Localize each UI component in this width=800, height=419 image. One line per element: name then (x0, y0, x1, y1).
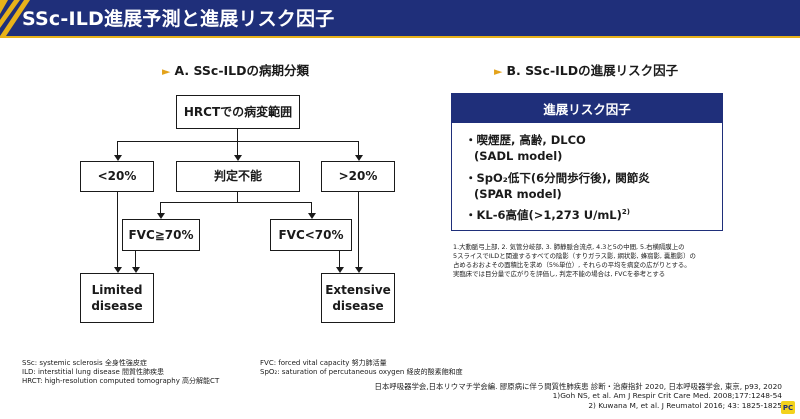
connector (117, 141, 119, 156)
connector (358, 141, 360, 156)
risk-item-smoking: ・喫煙歴, 高齢, DLCO (SADL model) (465, 132, 586, 164)
note-line: 実臨床では目分量で広がりを評価し, 判定不能の場合は, FVCを参考とする (453, 270, 666, 279)
connector (311, 202, 313, 215)
title-bar: SSc-ILD進展予測と進展リスク因子 (0, 0, 800, 36)
arrow-down-icon (157, 213, 165, 219)
connector (339, 251, 341, 268)
abbreviation: HRCT: high-resolution computed tomograph… (22, 377, 220, 386)
note-line: 1.大動脈弓上部, 2. 気管分岐部, 3. 肺静脈合流点, 4.3と5の中間,… (453, 243, 685, 251)
abbreviation: FVC: forced vital capacity 努力肺活量 (260, 359, 387, 367)
arrow-down-icon (355, 267, 363, 273)
abbreviation: SpO₂: saturation of percutaneous oxygen … (260, 368, 463, 377)
reference-1: 1)Goh NS, et al. Am J Respir Crit Care M… (552, 391, 782, 400)
risk-item-text: ・KL-6高値(>1,273 U/mL) (465, 208, 622, 222)
risk-factor-panel: 進展リスク因子 ・喫煙歴, 高齢, DLCO (SADL model) ・SpO… (451, 93, 723, 231)
hrct-extent-box: HRCTでの病変範囲 (176, 95, 300, 129)
arrow-down-icon (336, 267, 344, 273)
arrow-right-icon: ► (162, 65, 171, 78)
section-b-heading: ►B. SSc-ILDの進展リスク因子 (494, 60, 678, 79)
footnotes: 1.大動脈弓上部, 2. 気管分岐部, 3. 肺静脈合流点, 4.3と5の中間,… (453, 243, 773, 279)
risk-item-ref: 2) (621, 208, 630, 217)
arrow-down-icon (308, 213, 316, 219)
arrow-down-icon (132, 267, 140, 273)
connector (135, 251, 137, 268)
extensive-disease-box: Extensive disease (321, 273, 395, 323)
note-line: 占めるおおよその面積比を求め（5%単位）, それらの平均を病変の広がりとする。 (453, 261, 691, 270)
connector (117, 192, 119, 268)
fvc-lt70-box: FVC<70% (270, 219, 352, 251)
connector (358, 192, 360, 268)
risk-panel-title: 進展リスク因子 (452, 94, 722, 123)
gt20-box: >20% (321, 161, 395, 192)
limited-line2: disease (91, 299, 143, 313)
abbreviations-right: FVC: forced vital capacity 努力肺活量 SpO₂: s… (260, 359, 463, 377)
risk-item-spo2: ・SpO₂低下(6分間歩行後), 関節炎 (SPAR model) (465, 170, 650, 202)
page-title: SSc-ILD進展予測と進展リスク因子 (22, 8, 335, 30)
arrow-down-icon (234, 155, 242, 161)
lt20-box: <20% (80, 161, 154, 192)
reference-2: 2) Kuwana M, et al. J Reumatol 2016; 43:… (588, 401, 782, 410)
section-b-heading-text: B. SSc-ILDの進展リスク因子 (506, 63, 679, 78)
extensive-line1: Extensive (325, 282, 391, 297)
fvc-ge70-box: FVC≧70% (122, 219, 200, 251)
limited-disease-box: Limited disease (80, 273, 154, 323)
connector (160, 202, 312, 204)
note-line: 5スライスでILDと関連するすべての陰影（すりガラス影, 網状影, 蜂窩影, 嚢… (453, 252, 696, 261)
connector (160, 202, 162, 215)
indeterminate-box: 判定不能 (176, 161, 300, 192)
extensive-line2: disease (332, 299, 384, 313)
header-divider (0, 36, 800, 38)
arrow-down-icon (355, 155, 363, 161)
risk-item-model: (SPAR model) (474, 187, 562, 202)
section-a-heading-text: A. SSc-ILDの病期分類 (174, 63, 310, 78)
arrow-right-icon: ► (494, 65, 503, 78)
section-a-heading: ►A. SSc-ILDの病期分類 (162, 60, 309, 79)
connector (237, 192, 239, 202)
connector (237, 141, 239, 156)
logo: PC (781, 401, 795, 414)
connector (237, 129, 239, 141)
limited-line1: Limited (91, 282, 143, 297)
abbreviation: ILD: interstitial lung disease 間質性肺疾患 (22, 368, 165, 377)
arrow-down-icon (114, 267, 122, 273)
risk-item-text: ・喫煙歴, 高齢, DLCO (465, 133, 586, 147)
risk-item-kl6: ・KL-6高値(>1,273 U/mL)2) (465, 207, 630, 223)
arrow-down-icon (114, 155, 122, 161)
risk-item-model: (SADL model) (474, 149, 563, 164)
risk-item-text: ・SpO₂低下(6分間歩行後), 関節炎 (465, 171, 650, 185)
abbreviations-left: SSc: systemic sclerosis 全身性強皮症 ILD: inte… (22, 359, 219, 386)
reference-guideline: 日本呼吸器学会,日本リウマチ学会編. 膠原病に伴う間質性肺疾患 診断・治療指針 … (374, 382, 782, 391)
abbreviation: SSc: systemic sclerosis 全身性強皮症 (22, 359, 147, 367)
header-stripes (0, 0, 30, 36)
